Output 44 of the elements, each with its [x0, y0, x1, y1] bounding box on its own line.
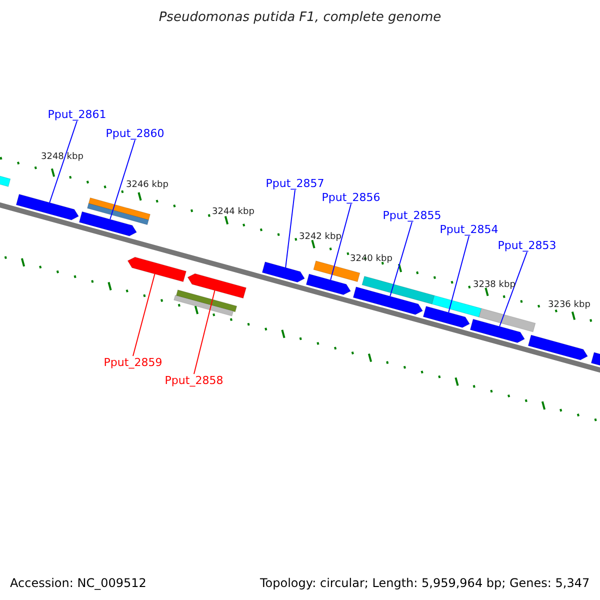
leader-line: [390, 222, 412, 297]
scale-label: 3244 kbp: [212, 207, 254, 218]
leader-line: [194, 290, 216, 374]
gene-feature: [174, 294, 234, 316]
scale-label: 3246 kbp: [126, 180, 168, 191]
gene-feature: [352, 286, 424, 315]
leader-line: [132, 273, 156, 356]
gene-label: Pput_2857: [266, 177, 324, 190]
leader-line: [448, 236, 470, 313]
scale-label: 3240 kbp: [350, 254, 392, 265]
scale-label: 3238 kbp: [473, 280, 516, 291]
gene-feature: [262, 262, 306, 283]
gene-feature: [86, 203, 149, 226]
gene-feature: [127, 256, 187, 282]
leader-line: [499, 252, 528, 327]
gene-label: Pput_2859: [104, 356, 162, 370]
gene-feature: [362, 276, 435, 304]
gene-label: Pput_2861: [48, 108, 106, 122]
gene-feature: [470, 318, 526, 344]
footer-text: Accession: NC_009512: [10, 576, 146, 590]
leader-line: [330, 204, 352, 280]
gene-label: Pput_2854: [440, 223, 498, 236]
scale-label: 3248 kbp: [41, 152, 84, 163]
gene-label: Pput_2858: [164, 374, 224, 388]
gene-feature: [478, 308, 536, 332]
scale-label: 3236 kbp: [548, 300, 590, 311]
gene-feature: [16, 194, 80, 220]
diagram-title: Pseudomonas putida F1, complete genome: [158, 10, 442, 26]
gene-label: Pput_2860: [106, 127, 164, 140]
gene-feature: [528, 334, 588, 360]
leader-line: [110, 140, 136, 220]
footer-text: Topology: circular; Length: 5,959,964 bp; Genes: 5,347: [260, 576, 590, 590]
leader-line: [49, 120, 78, 204]
gene-label: Pput_2855: [382, 209, 442, 222]
gene-feature: [313, 260, 360, 282]
scale-label: 3242 kbp: [299, 232, 342, 243]
gene-feature: [187, 273, 247, 299]
leader-line: [285, 190, 296, 268]
gene-feature: [432, 295, 482, 318]
gene-feature: [422, 306, 470, 328]
gene-label: Pput_2856: [322, 191, 380, 204]
gene-feature: [78, 211, 138, 236]
gene-label: Pput_2853: [498, 239, 556, 252]
gene-feature: [306, 274, 352, 296]
